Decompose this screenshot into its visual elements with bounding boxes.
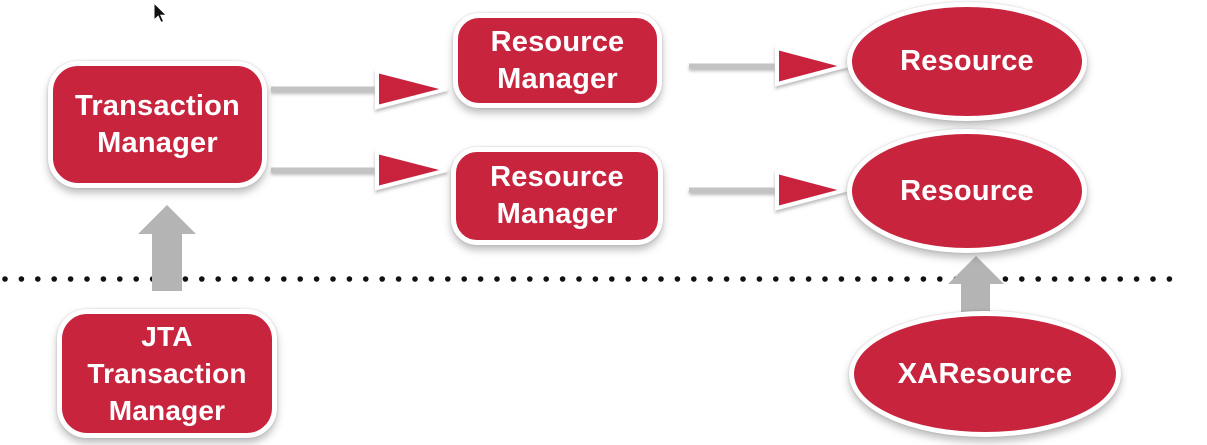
block-arrow-up-xa-to-resource (948, 256, 1004, 314)
arrow-rm-top-to-resource-top (689, 45, 853, 87)
node-resource-manager-top: Resource Manager (453, 13, 662, 108)
node-resource-top: Resource (847, 2, 1087, 121)
arrow-tm-to-rm-bottom (271, 149, 448, 191)
node-jta-transaction-manager: JTA Transaction Manager (57, 309, 277, 438)
node-resource-bottom: Resource (847, 129, 1087, 253)
node-label-line: Resource (490, 161, 624, 193)
node-label: Resource (900, 45, 1034, 77)
node-label: XAResource (897, 357, 1073, 390)
node-label-line: Manager (496, 198, 618, 230)
arrow-rm-bottom-to-resource-bottom (689, 169, 853, 211)
node-transaction-manager: Transaction Manager (48, 61, 267, 188)
arrow-tm-to-rm-top (271, 68, 448, 110)
node-label-line: Resource (490, 25, 625, 58)
node-resource-manager-bottom: Resource Manager (451, 147, 663, 245)
node-label-line: Transaction (75, 89, 240, 122)
block-arrow-up-jta-to-tm (138, 205, 196, 291)
node-label-line: Manager (497, 62, 618, 95)
mouse-cursor-icon (153, 3, 168, 24)
node-label-line: JTA (141, 321, 193, 352)
node-label-line: Transaction (87, 358, 247, 389)
node-label-line: Manager (97, 126, 218, 159)
node-xa-resource: XAResource (849, 311, 1121, 437)
node-label-line: Manager (108, 395, 226, 426)
node-label: Resource (900, 174, 1034, 207)
